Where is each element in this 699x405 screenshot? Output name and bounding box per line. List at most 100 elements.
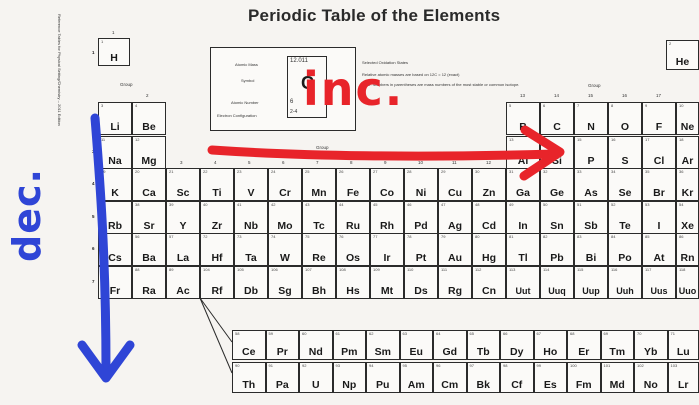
period-number: 7	[92, 279, 95, 284]
atomic-number: 111	[441, 267, 448, 272]
group-number: 16	[622, 93, 628, 98]
legend-label-config: Electron Configuration	[217, 113, 257, 118]
atomic-number: 107	[305, 267, 312, 272]
atomic-number: 45	[373, 202, 378, 207]
atomic-number: 68	[570, 331, 575, 336]
atomic-number: 27	[373, 169, 378, 174]
element-symbol: Al	[517, 155, 529, 167]
atomic-number: 75	[305, 234, 310, 239]
handwritten-dec: dec.	[5, 168, 49, 262]
element-symbol: Li	[110, 121, 120, 133]
element-symbol: Os	[345, 252, 360, 264]
atomic-number: 25	[305, 169, 310, 174]
element-symbol: No	[643, 379, 658, 391]
atomic-number: 100	[570, 363, 577, 368]
atomic-number: 72	[203, 234, 208, 239]
atomic-number: 106	[271, 267, 278, 272]
element-symbol: Tc	[313, 220, 325, 232]
element-symbol: Cr	[279, 187, 291, 199]
element-symbol: N	[587, 121, 595, 133]
element-symbol: Lu	[676, 346, 690, 358]
legend-right-label-masses: Relative atomic masses are based on 12C …	[362, 72, 460, 77]
atomic-number: 62	[369, 331, 374, 336]
element-symbol: Np	[342, 379, 357, 391]
element-symbol: Ne	[680, 121, 695, 133]
atomic-number: 31	[509, 169, 514, 174]
atomic-number: 30	[475, 169, 480, 174]
atomic-number: 32	[543, 169, 548, 174]
atomic-number: 115	[577, 267, 584, 272]
atomic-number: 42	[271, 202, 276, 207]
element-symbol: Eu	[409, 346, 423, 358]
legend-sample-cell: 12.011 C 6 2-4	[287, 56, 327, 118]
atomic-number: 18	[679, 137, 684, 142]
atomic-number: 93	[335, 363, 340, 368]
element-symbol: Nb	[244, 220, 258, 232]
atomic-number: 112	[475, 267, 482, 272]
element-symbol: Cf	[511, 379, 523, 391]
atomic-number: 11	[101, 137, 106, 142]
legend-key-box: Atomic Mass Symbol Atomic Number Electro…	[210, 47, 356, 131]
atomic-number: 15	[577, 137, 582, 142]
element-symbol: Sb	[584, 220, 598, 232]
atomic-number: 33	[577, 169, 582, 174]
period-number: 6	[92, 246, 95, 251]
element-symbol: Cu	[448, 187, 462, 199]
atomic-number: 46	[407, 202, 412, 207]
element-symbol: Db	[244, 285, 258, 297]
group-number: 7	[316, 160, 319, 165]
atomic-number: 51	[577, 202, 582, 207]
element-symbol: Sn	[550, 220, 564, 232]
atomic-number: 73	[237, 234, 242, 239]
atomic-number: 6	[543, 103, 546, 108]
element-symbol: Si	[552, 155, 562, 167]
atomic-number: 24	[271, 169, 276, 174]
group-label-center: Group	[316, 145, 329, 150]
element-symbol: Er	[578, 346, 590, 358]
element-symbol: S	[621, 155, 629, 167]
element-symbol: Sr	[143, 220, 155, 232]
element-symbol: Pu	[376, 379, 390, 391]
element-symbol: Cd	[482, 220, 496, 232]
group-number: 2	[146, 93, 149, 98]
atomic-number: 67	[536, 331, 541, 336]
atomic-number: 77	[373, 234, 378, 239]
element-symbol: Am	[407, 379, 425, 391]
atomic-number: 3	[101, 103, 104, 108]
atomic-number: 8	[611, 103, 614, 108]
legend-note: Note: Numbers in parentheses are mass nu…	[362, 82, 520, 87]
element-symbol: Be	[142, 121, 156, 133]
element-symbol: Rg	[448, 285, 462, 297]
element-symbol: Uuq	[548, 286, 566, 296]
atomic-number: 47	[441, 202, 446, 207]
element-symbol: Sc	[176, 187, 190, 199]
element-symbol: Ce	[242, 346, 256, 358]
atomic-number: 113	[509, 267, 516, 272]
group-label-right: Group	[588, 83, 601, 88]
